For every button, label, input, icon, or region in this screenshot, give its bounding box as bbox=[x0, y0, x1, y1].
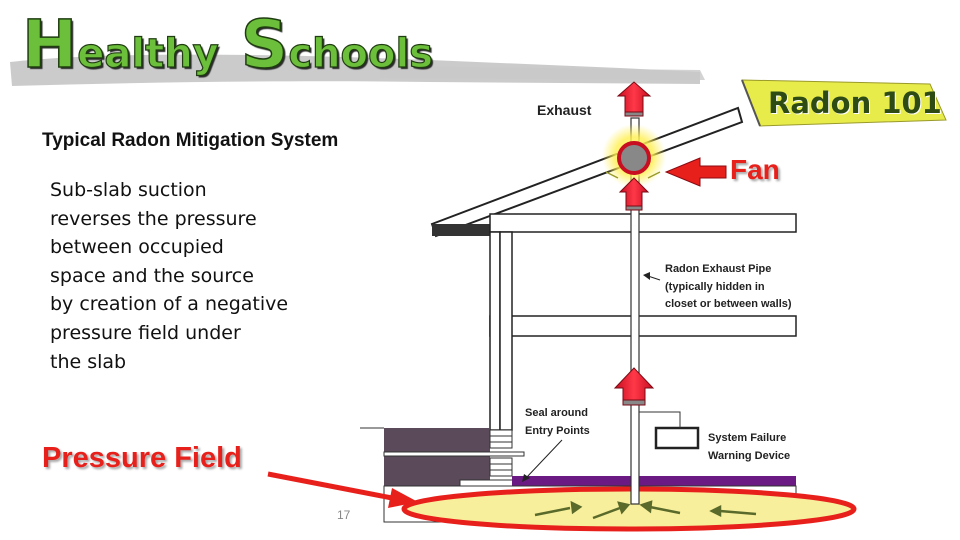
warning-device-wire bbox=[639, 411, 681, 428]
badge-text: Radon 101 bbox=[768, 86, 942, 120]
slide-body: Sub-slab suction reverses the pressure b… bbox=[50, 176, 350, 376]
brand-word-ealthy: ealthy bbox=[77, 30, 220, 77]
warning-device bbox=[654, 426, 700, 450]
warning-label-line: Warning Device bbox=[708, 449, 791, 462]
brand-logo: Healthy Schools bbox=[21, 5, 434, 86]
body-line: pressure field under bbox=[50, 321, 241, 344]
seal-label-line: Entry Points bbox=[525, 424, 590, 437]
upward-arrows bbox=[613, 81, 655, 406]
roof-eave bbox=[432, 224, 492, 236]
body-line: between occupied bbox=[50, 236, 224, 259]
body-line: by creation of a negative bbox=[50, 293, 289, 316]
warning-label: System Failure Warning Device bbox=[708, 430, 790, 465]
seal-pointer bbox=[525, 439, 563, 479]
pipe-label: Radon Exhaust Pipe (typically hidden in … bbox=[665, 261, 792, 314]
pressure-field-pointer bbox=[267, 471, 393, 501]
warning-label-line: System Failure bbox=[708, 432, 787, 444]
badge-background bbox=[741, 79, 947, 127]
fan bbox=[617, 141, 651, 175]
pipe-label-line: Radon Exhaust Pipe bbox=[665, 263, 772, 275]
slide-title: Typical Radon Mitigation System bbox=[42, 130, 339, 151]
pressure-flow-arrows bbox=[534, 500, 757, 520]
exhaust-label: Exhaust bbox=[537, 102, 592, 118]
fan-pointer-arrow bbox=[664, 157, 727, 187]
seal-label: Seal around Entry Points bbox=[525, 405, 590, 440]
seal-label-line: Seal around bbox=[525, 407, 588, 419]
exhaust-pipe bbox=[630, 117, 640, 505]
brand-letter-s: S bbox=[240, 5, 289, 84]
brand-letter-h: H bbox=[21, 5, 78, 84]
body-line: Sub-slab suction bbox=[50, 179, 207, 201]
page-number: 17 bbox=[337, 508, 351, 522]
building-structure bbox=[489, 213, 797, 431]
fan-label: Fan bbox=[730, 154, 780, 185]
body-line: space and the source bbox=[50, 264, 254, 287]
body-line: the slab bbox=[50, 350, 127, 373]
body-line: reverses the pressure bbox=[50, 207, 257, 230]
pipe-label-line: (typically hidden in bbox=[665, 280, 765, 293]
slab bbox=[512, 476, 796, 486]
pressure-field-label: Pressure Field bbox=[42, 442, 242, 474]
brand-word-chools: chools bbox=[288, 30, 434, 77]
header-banner bbox=[10, 54, 947, 127]
pipe-label-line: closet or between walls) bbox=[665, 298, 792, 310]
pressure-field bbox=[401, 486, 857, 532]
